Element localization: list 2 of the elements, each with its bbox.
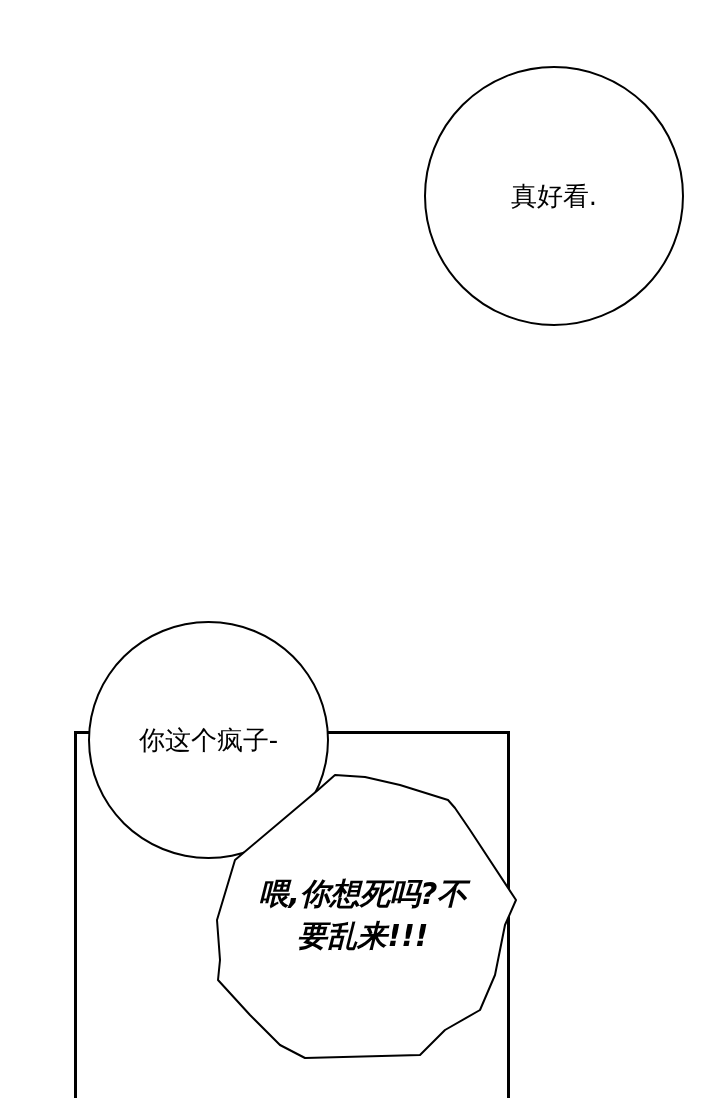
speech-bubble: 真好看.	[424, 66, 684, 326]
speech-text: 喂,你想死吗?不要乱来!!!	[257, 873, 469, 957]
